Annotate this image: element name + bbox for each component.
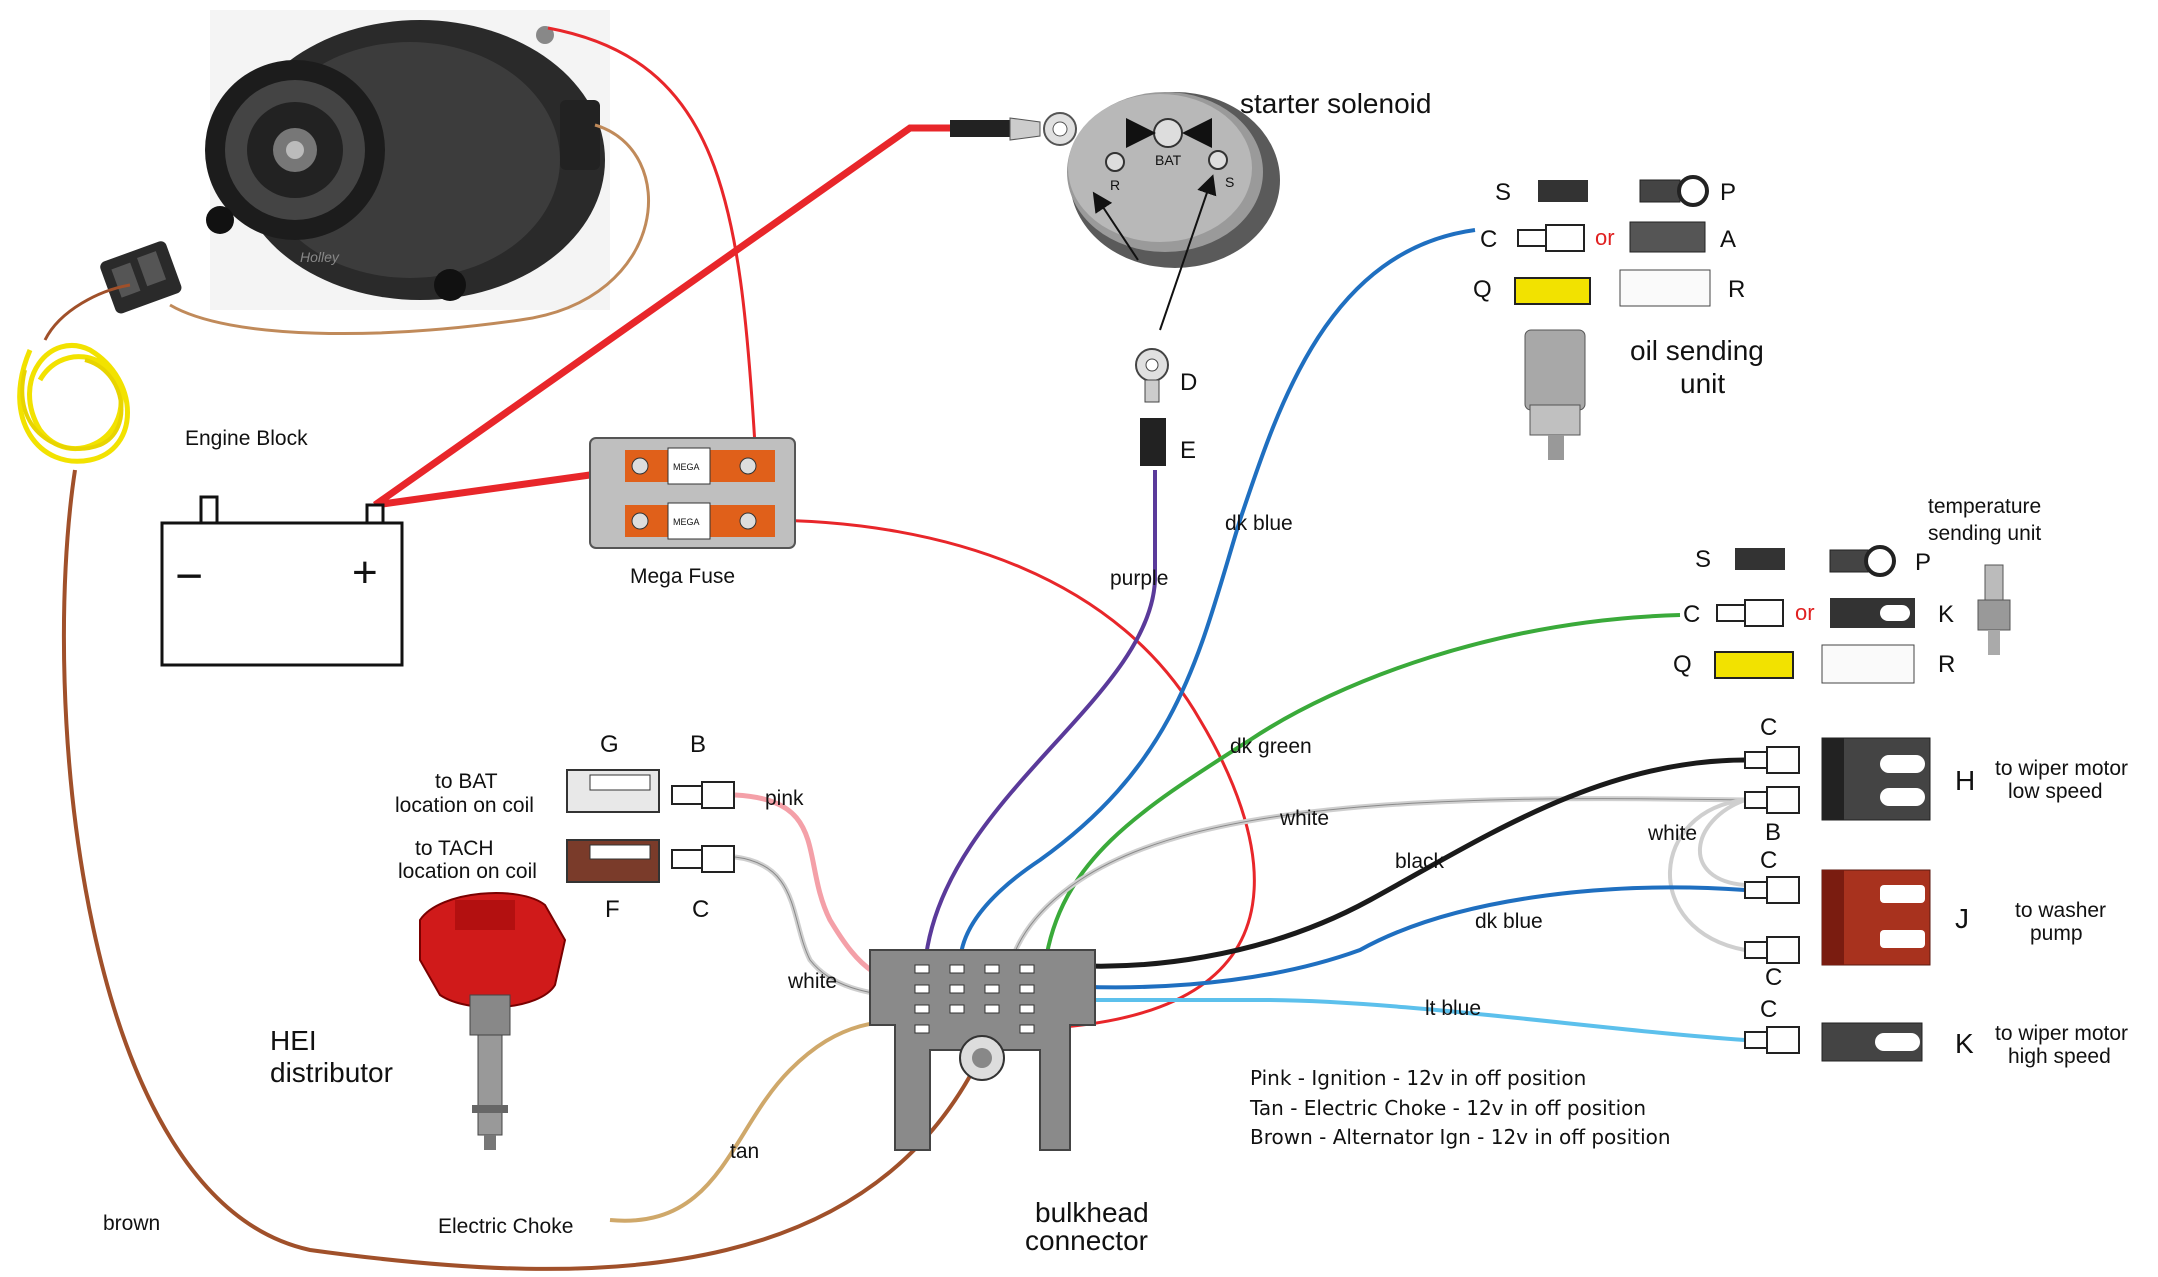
battery-minus: − <box>175 550 203 603</box>
starter-solenoid: BAT R S starter solenoid <box>1067 88 1431 331</box>
oil-p-letter: P <box>1720 179 1736 206</box>
oil-r-letter: R <box>1728 276 1745 303</box>
c-letter: C <box>692 896 709 923</box>
temp-k-letter: K <box>1938 601 1954 628</box>
oil-c-letter: C <box>1480 226 1497 253</box>
temp-r-letter: R <box>1938 651 1955 678</box>
dk-blue-bottom-label: dk blue <box>1475 910 1543 933</box>
j-c1-letter: C <box>1760 847 1777 874</box>
k-c-letter: C <box>1760 996 1777 1023</box>
fuse-1-text: MEGA <box>673 462 700 472</box>
notes: Pink - Ignition - 12v in off position Ta… <box>1249 1066 1671 1149</box>
alternator: Holley <box>205 10 610 310</box>
dk-blue-top-label: dk blue <box>1225 512 1293 535</box>
engine-block-label: Engine Block <box>185 427 308 450</box>
purple-label: purple <box>1110 567 1168 590</box>
white-left-label: white <box>787 970 837 993</box>
g-letter: G <box>600 731 619 758</box>
tan-label: tan <box>730 1140 759 1163</box>
battery-plus: + <box>352 548 378 597</box>
terminal-e-letter: E <box>1180 437 1196 464</box>
solenoid-bat-label: BAT <box>1155 152 1182 168</box>
pink-label: pink <box>765 787 804 810</box>
wire-labels: purple dk blue dk green white black whit… <box>103 512 1697 1238</box>
temp-q-letter: Q <box>1673 651 1692 678</box>
fuse-2-text: MEGA <box>673 517 700 527</box>
solenoid-s-label: S <box>1225 174 1234 190</box>
battery: − + Engine Block <box>160 427 404 667</box>
alternator-plug-harness <box>17 241 182 464</box>
lt-blue-label: lt blue <box>1425 997 1481 1020</box>
starter-solenoid-label: starter solenoid <box>1240 88 1431 119</box>
f-letter: F <box>605 896 620 923</box>
battery-cable-terminal <box>950 112 1077 146</box>
note-tan: Tan - Electric Choke - 12v in off positi… <box>1249 1096 1646 1120</box>
h-letter: H <box>1955 765 1975 796</box>
oil-or: or <box>1595 225 1615 250</box>
b-letter: B <box>690 731 706 758</box>
purple-wire-terminals: D E <box>1135 348 1197 466</box>
temp-c-letter: C <box>1683 601 1700 628</box>
solenoid-r-label: R <box>1110 177 1120 193</box>
electric-choke-label: Electric Choke <box>438 1215 573 1238</box>
j-letter: J <box>1955 903 1969 934</box>
h-c-letter: C <box>1760 714 1777 741</box>
temp-p-letter: P <box>1915 549 1931 576</box>
oil-q-letter: Q <box>1473 276 1492 303</box>
temp-s-letter: S <box>1695 546 1711 573</box>
note-brown: Brown - Alternator Ign - 12v in off posi… <box>1250 1125 1671 1149</box>
white-right-label: white <box>1647 822 1697 845</box>
white-top-label: white <box>1279 807 1329 830</box>
alternator-brand: Holley <box>300 249 340 265</box>
oil-s-letter: S <box>1495 179 1511 206</box>
j-c2-letter: C <box>1765 964 1782 991</box>
brown-label: brown <box>103 1212 160 1235</box>
k-letter: K <box>1955 1028 1974 1059</box>
dk-green-label: dk green <box>1230 735 1312 758</box>
oil-a-letter: A <box>1720 226 1736 253</box>
mega-fuse-label: Mega Fuse <box>630 565 735 588</box>
note-pink: Pink - Ignition - 12v in off position <box>1250 1066 1586 1090</box>
temp-or: or <box>1795 600 1815 625</box>
mega-fuse: MEGA MEGA Mega Fuse <box>589 437 796 588</box>
terminal-d-letter: D <box>1180 369 1197 396</box>
black-label: black <box>1395 850 1445 873</box>
h-b-letter: B <box>1765 819 1781 846</box>
